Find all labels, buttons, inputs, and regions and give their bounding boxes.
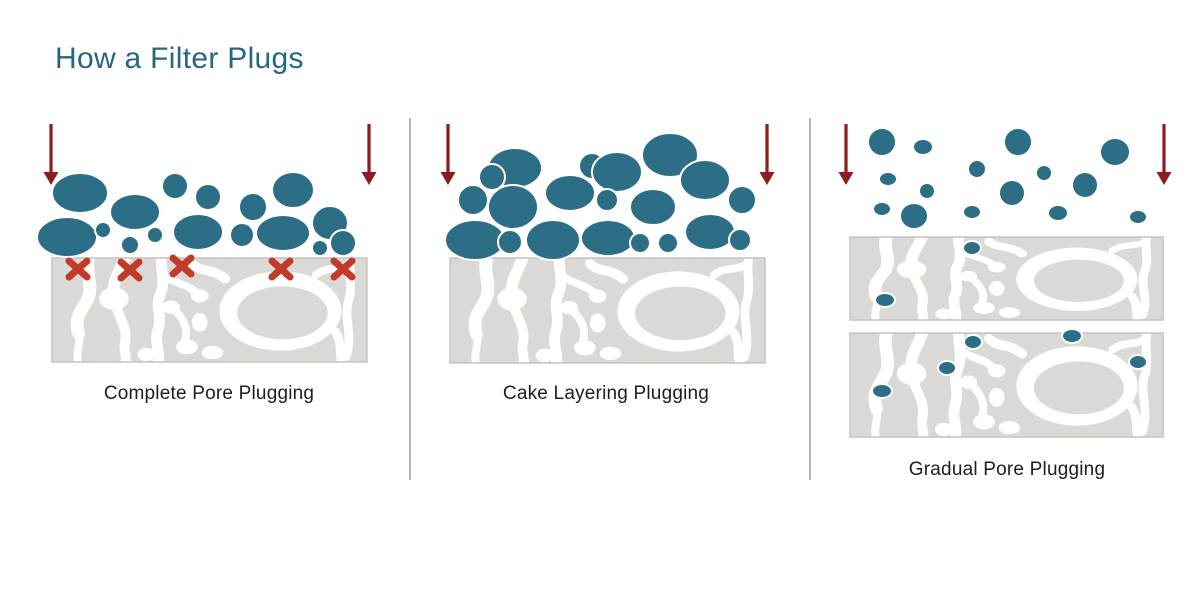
particle (51, 172, 109, 214)
page-title: How a Filter Plugs (55, 42, 304, 75)
particle (874, 292, 896, 308)
particle (595, 188, 619, 212)
particle (255, 214, 311, 252)
panel-gradual-pore-plugging (838, 124, 1172, 438)
particle (998, 179, 1026, 207)
embedded-particles (871, 240, 1148, 399)
particle (1128, 209, 1148, 225)
particle (329, 229, 357, 257)
particle (962, 204, 982, 220)
particle (120, 235, 140, 255)
filter-block (51, 257, 368, 363)
flow-arrow-icon (361, 124, 377, 185)
particle (684, 213, 736, 251)
flow-arrow-icon (43, 124, 59, 185)
blocked-pore-x-icon (117, 258, 143, 282)
particle (36, 216, 98, 258)
particle (497, 229, 523, 255)
particle (94, 221, 112, 239)
particle (146, 226, 164, 244)
particle (962, 240, 982, 256)
blocked-pore-x-icon (268, 257, 294, 281)
blocked-pore-x-icon (169, 254, 195, 278)
particle (1003, 127, 1033, 157)
particle (311, 239, 329, 257)
particles (36, 171, 357, 258)
blocked-pore-x-icon (330, 257, 356, 281)
particle (525, 219, 581, 261)
particle (271, 171, 315, 209)
particle (478, 163, 506, 191)
particle (918, 182, 936, 200)
panel-label-cake-layering-plugging: Cake Layering Plugging (502, 383, 710, 404)
particle (629, 232, 651, 254)
panel-divider (809, 118, 811, 480)
flow-arrow-icon (759, 124, 775, 185)
particle (580, 219, 636, 257)
particles (444, 132, 757, 261)
particle (487, 184, 539, 230)
particle (238, 192, 268, 222)
particle (1128, 354, 1148, 370)
particle (194, 183, 222, 211)
panel-divider (409, 118, 411, 480)
particle (871, 383, 893, 399)
particle (457, 184, 489, 216)
particle (967, 159, 987, 179)
particle (444, 219, 506, 261)
panel-cake-layering-plugging (440, 124, 775, 364)
particle (878, 171, 898, 187)
particle (937, 360, 957, 376)
particle (629, 188, 677, 226)
particle (1099, 137, 1131, 167)
filter-block (849, 236, 1164, 321)
particle (1035, 164, 1053, 182)
flow-arrow-icon (838, 124, 854, 185)
filter-block (849, 332, 1164, 438)
particle (1047, 204, 1069, 222)
particle (641, 132, 699, 178)
particles (867, 127, 1148, 230)
panel-complete-pore-plugging (36, 124, 377, 363)
panel-label-complete-pore-plugging: Complete Pore Plugging (103, 383, 315, 404)
particle (912, 138, 934, 156)
particle (872, 201, 892, 217)
particle (109, 193, 161, 231)
particle (229, 222, 255, 248)
panel-label-gradual-pore-plugging: Gradual Pore Plugging (908, 459, 1106, 480)
particle (899, 202, 929, 230)
particle (1071, 171, 1099, 199)
particle (728, 228, 752, 252)
filter-block (449, 257, 766, 364)
particle (963, 334, 983, 350)
particle (657, 232, 679, 254)
particle (591, 151, 643, 193)
particle (679, 159, 731, 201)
particle (727, 185, 757, 215)
particle (172, 213, 224, 251)
particle (1061, 328, 1083, 344)
blocked-pore-x-icon (65, 257, 91, 281)
particle (544, 174, 596, 212)
particle (161, 172, 189, 200)
flow-arrow-icon (440, 124, 456, 185)
particle (867, 127, 897, 157)
flow-arrow-icon (1156, 124, 1172, 185)
